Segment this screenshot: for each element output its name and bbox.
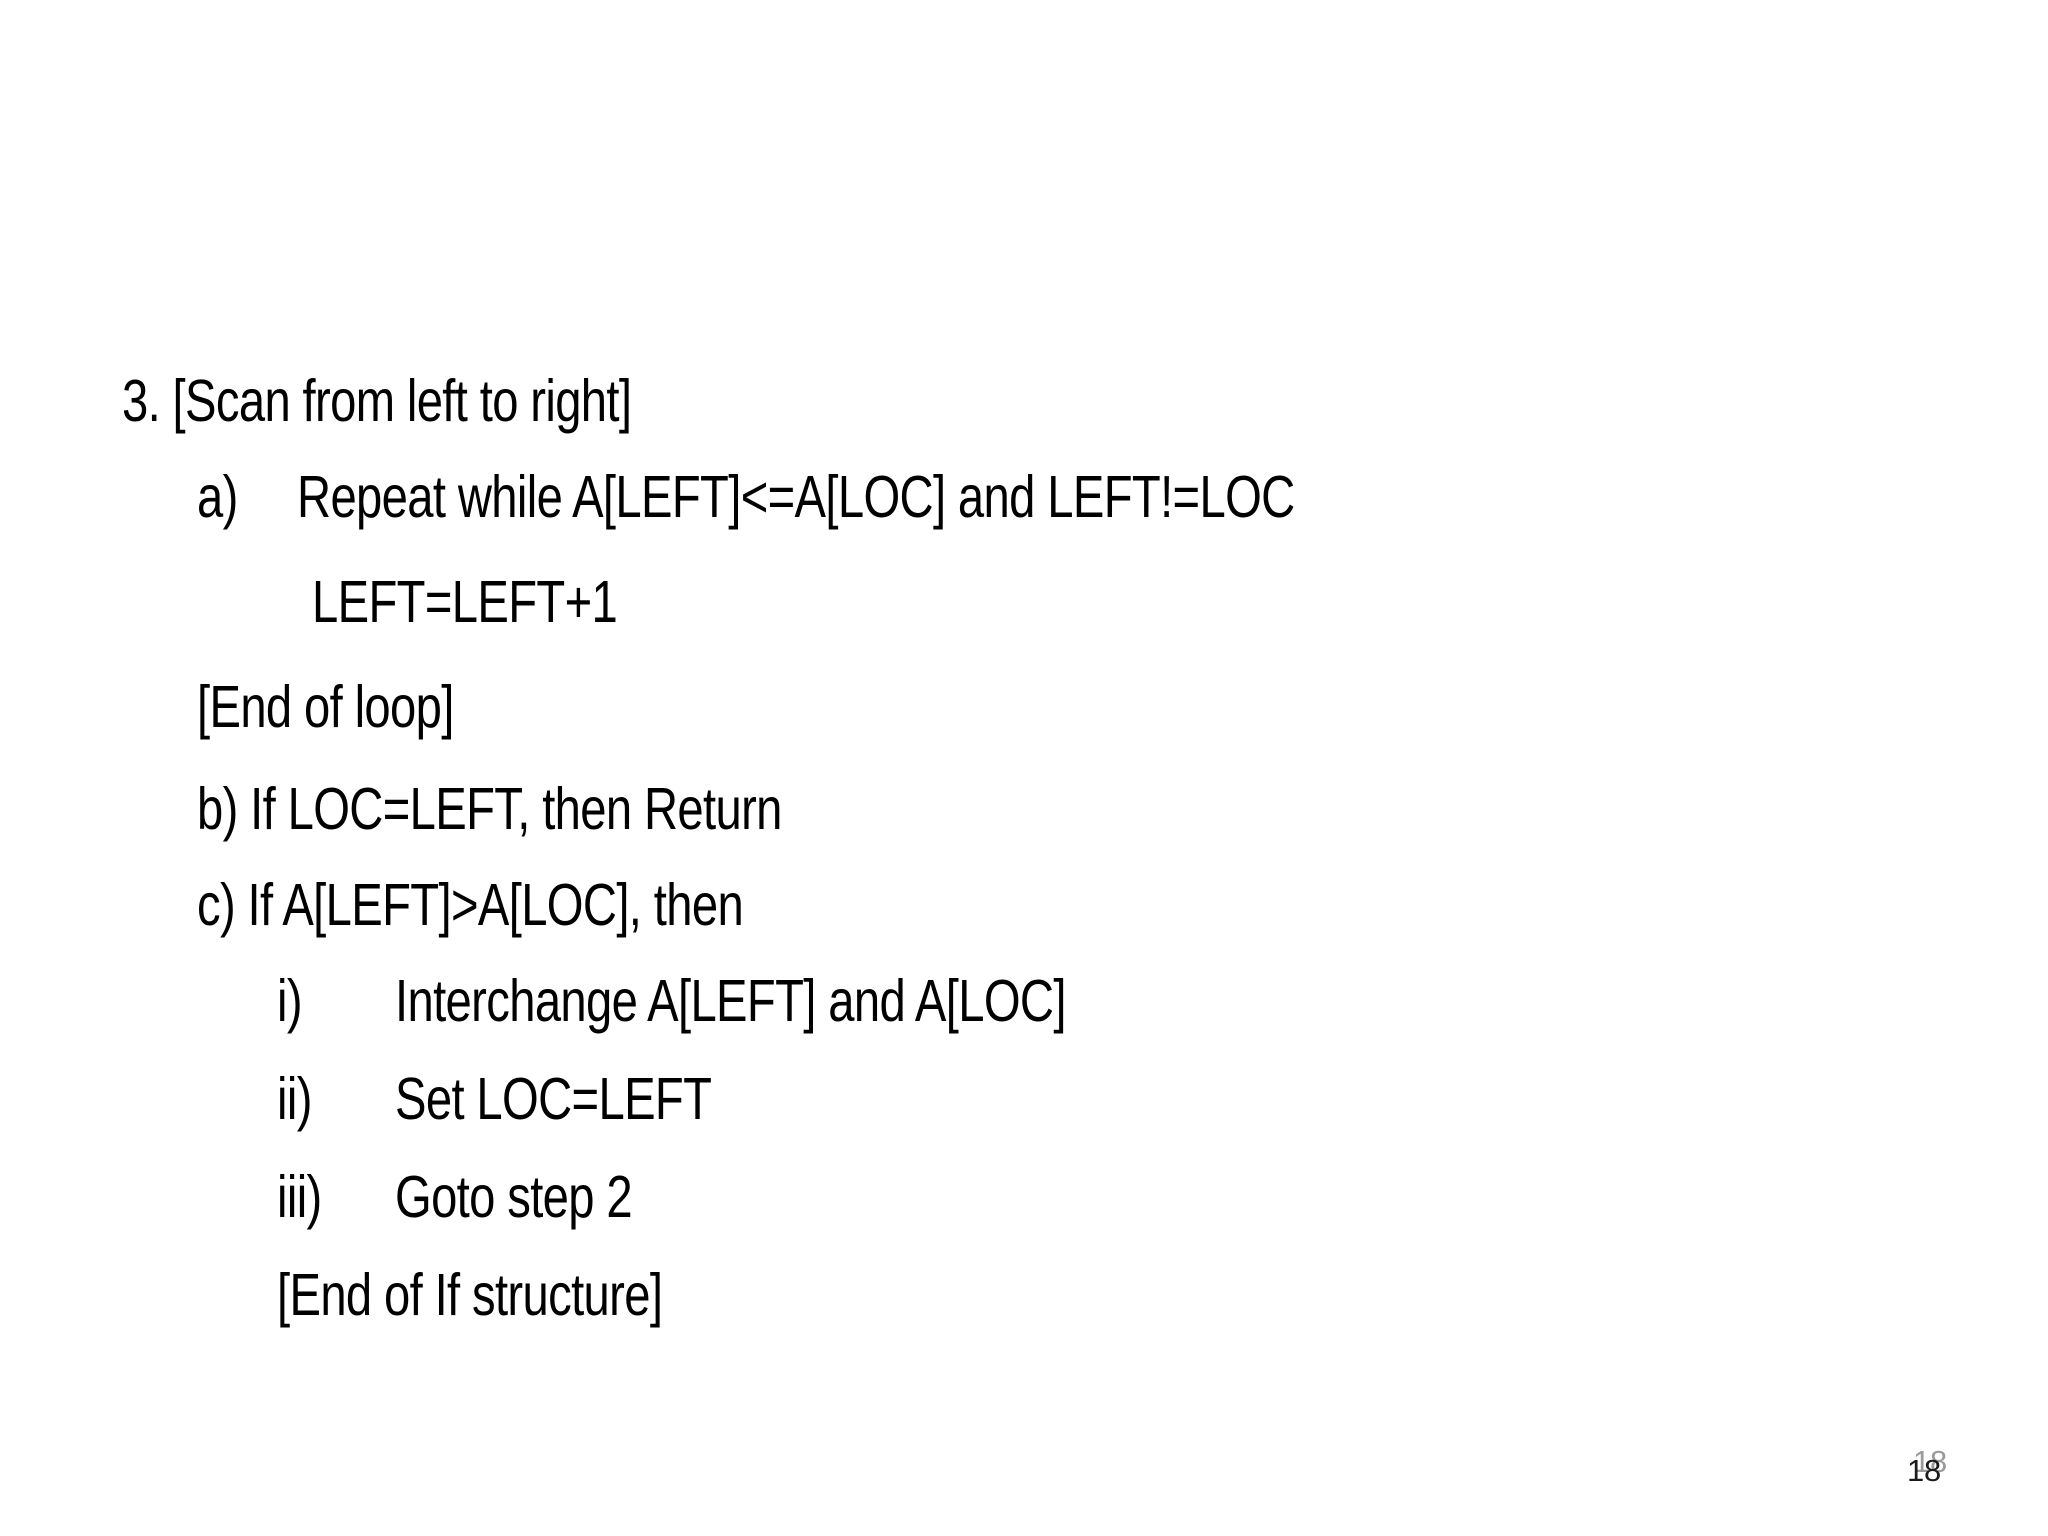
page-number-shadow: 18 xyxy=(1913,1444,1947,1479)
list-item-i: i) Interchange A[LEFT] and A[LOC] xyxy=(277,972,1234,1031)
list-text-a: Repeat while A[LEFT]<=A[LOC] and LEFT!=L… xyxy=(297,464,1295,530)
list-text-b: b) If LOC=LEFT, then Return xyxy=(197,776,782,842)
list-marker-a: a) xyxy=(197,464,238,530)
list-marker-i: i) xyxy=(277,968,303,1034)
list-text-iii: Goto step 2 xyxy=(395,1164,633,1230)
list-item-ii: ii) Set LOC=LEFT xyxy=(277,1070,790,1129)
list-text-i: Interchange A[LEFT] and A[LOC] xyxy=(395,968,1066,1034)
list-item-left-increment: LEFT=LEFT+1 xyxy=(312,569,618,635)
list-item-end-of-loop: [End of loop] xyxy=(197,674,454,740)
list-marker-iii: iii) xyxy=(277,1164,322,1230)
list-item-a: a) Repeat while A[LEFT]<=A[LOC] and LEFT… xyxy=(197,468,1544,527)
list-item-b: b) If LOC=LEFT, then Return xyxy=(197,780,928,839)
page-number: 18 xyxy=(1907,1453,1941,1488)
list-item-c: c) If A[LEFT]>A[LOC], then xyxy=(197,876,880,935)
list-item-step-3: 3. [Scan from left to right] xyxy=(122,368,632,434)
list-marker-ii: ii) xyxy=(277,1066,312,1132)
list-item-iii: iii) Goto step 2 xyxy=(277,1168,691,1227)
list-text-ii: Set LOC=LEFT xyxy=(395,1066,712,1132)
list-text-c: c) If A[LEFT]>A[LOC], then xyxy=(197,872,744,938)
list-item-end-of-if-structure: [End of If structure] xyxy=(277,1262,663,1328)
